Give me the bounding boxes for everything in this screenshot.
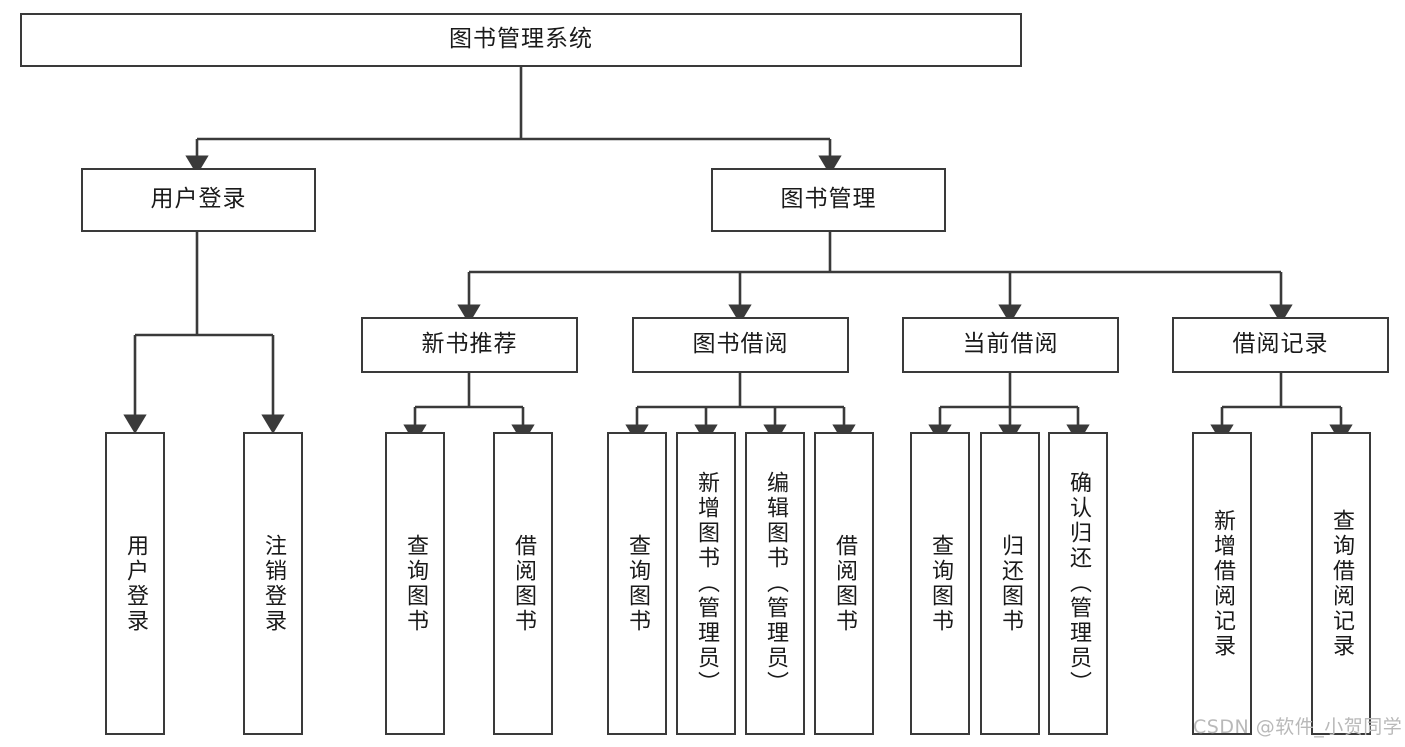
node-label: 新增借阅记录 [1209,508,1235,659]
node-leaf-edit-book-admin[interactable]: 编辑图书（管理员） [745,432,805,735]
node-label: 新增图书（管理员） [693,471,719,696]
node-label: 查询图书 [624,533,650,634]
node-leaf-add-borrow-record[interactable]: 新增借阅记录 [1192,432,1252,735]
node-label: 注销登录 [260,533,286,634]
node-root-book-management-system[interactable]: 图书管理系统 [20,13,1022,67]
node-borrow-record[interactable]: 借阅记录 [1172,317,1389,373]
node-label: 查询借阅记录 [1328,508,1354,659]
node-leaf-logout[interactable]: 注销登录 [243,432,303,735]
node-label: 确认归还（管理员） [1065,471,1091,696]
node-new-book-recommend[interactable]: 新书推荐 [361,317,578,373]
node-user-login[interactable]: 用户登录 [81,168,316,232]
node-label: 用户登录 [150,186,247,213]
node-label: 查询图书 [927,533,953,634]
node-leaf-query-book-borrow[interactable]: 查询图书 [607,432,667,735]
node-label: 当前借阅 [962,331,1059,358]
node-label: 借阅图书 [831,533,857,634]
node-label: 借阅图书 [510,533,536,634]
node-book-borrow[interactable]: 图书借阅 [632,317,849,373]
node-label: 借阅记录 [1232,331,1329,358]
node-leaf-query-borrow-record[interactable]: 查询借阅记录 [1311,432,1371,735]
node-label: 图书借阅 [692,331,789,358]
node-label: 新书推荐 [421,331,518,358]
node-leaf-query-book-recommend[interactable]: 查询图书 [385,432,445,735]
node-leaf-return-book[interactable]: 归还图书 [980,432,1040,735]
node-label: 编辑图书（管理员） [762,471,788,696]
node-label: 图书管理系统 [449,26,593,53]
node-label: 查询图书 [402,533,428,634]
node-leaf-borrow-book[interactable]: 借阅图书 [814,432,874,735]
node-label: 图书管理 [780,186,877,213]
watermark: CSDN @软件_小贺同学 [1193,716,1403,738]
node-label: 归还图书 [997,533,1023,634]
node-leaf-add-book-admin[interactable]: 新增图书（管理员） [676,432,736,735]
node-leaf-borrow-book-recommend[interactable]: 借阅图书 [493,432,553,735]
node-leaf-query-book-current[interactable]: 查询图书 [910,432,970,735]
node-current-borrow[interactable]: 当前借阅 [902,317,1119,373]
node-book-management[interactable]: 图书管理 [711,168,946,232]
node-leaf-user-login[interactable]: 用户登录 [105,432,165,735]
node-label: 用户登录 [122,533,148,634]
node-leaf-confirm-return-admin[interactable]: 确认归还（管理员） [1048,432,1108,735]
